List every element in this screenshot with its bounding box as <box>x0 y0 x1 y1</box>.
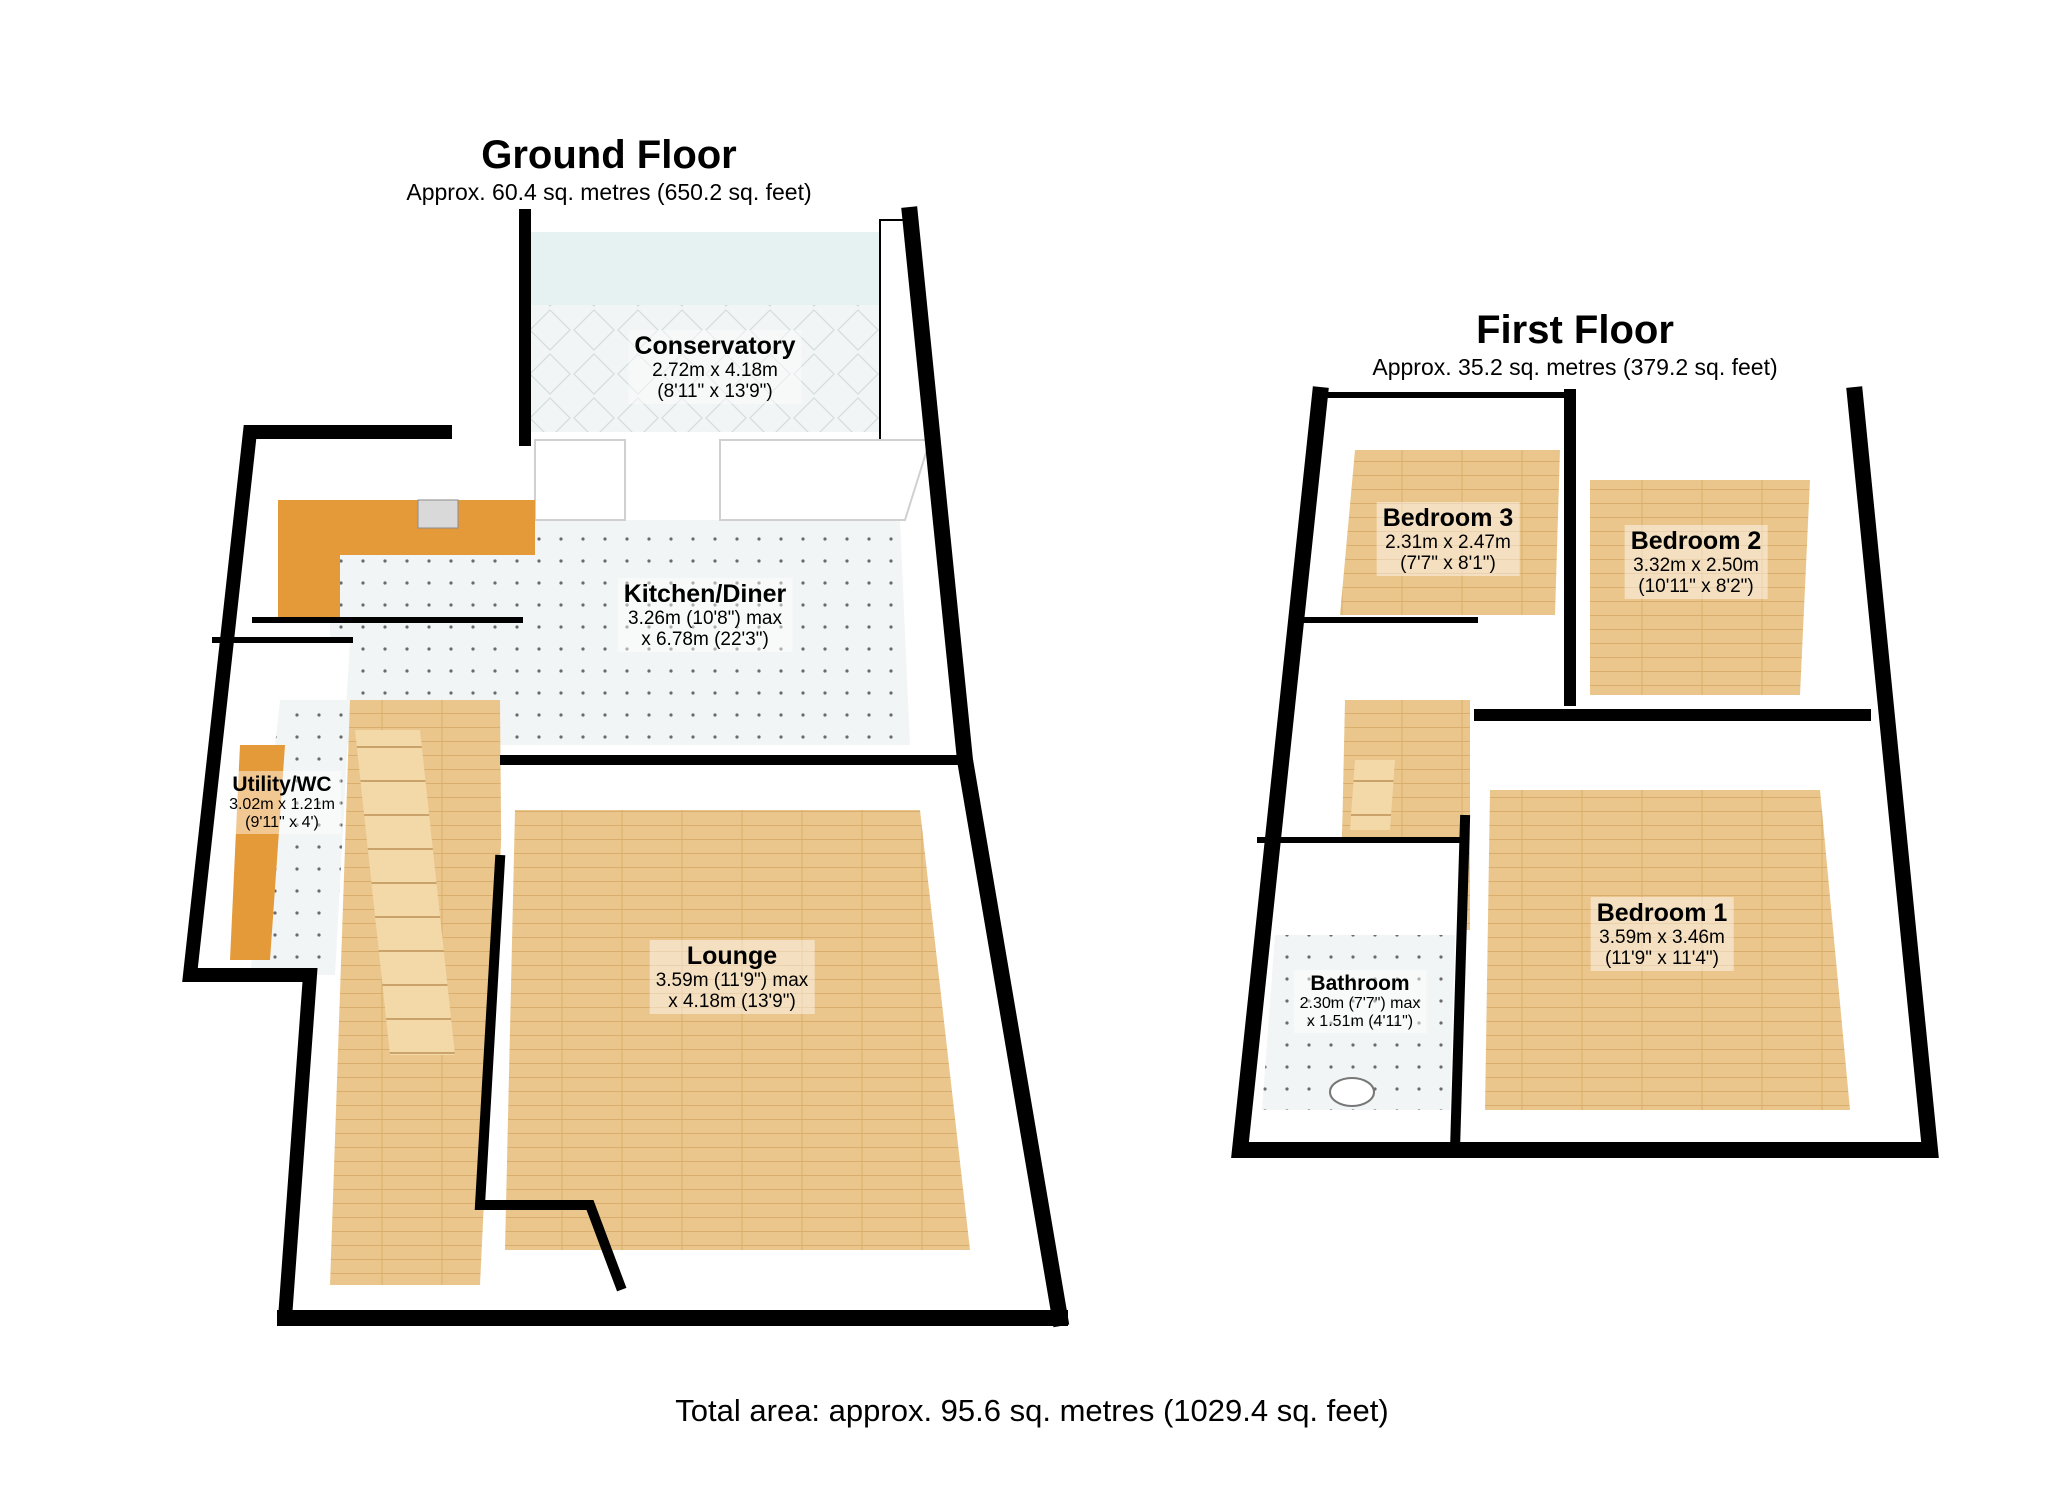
total-area: Total area: approx. 95.6 sq. metres (102… <box>675 1393 1389 1428</box>
room-dimension: 3.32m x 2.50m <box>1633 555 1759 576</box>
room-name: Bathroom <box>1310 972 1410 995</box>
room-label-utility-wc: Utility/WC 3.02m x 1.21m (9'11" x 4') <box>223 771 341 834</box>
bedroom-2-room <box>1580 405 1840 700</box>
first-floor-area: Approx. 35.2 sq. metres (379.2 sq. feet) <box>1372 354 1778 380</box>
room-dimension: 3.59m x 3.46m <box>1599 927 1725 948</box>
room-dimension: (10'11" x 8'2") <box>1638 576 1754 597</box>
first-floor-walls <box>1231 386 1939 1158</box>
room-dimension: 2.31m x 2.47m <box>1385 532 1511 553</box>
room-dimension: (11'9" x 11'4") <box>1604 948 1720 969</box>
bedroom-1-room <box>1470 720 1905 1125</box>
room-label-bathroom: Bathroom 2.30m (7'7") max x 1.51m (4'11"… <box>1293 970 1427 1033</box>
room-dimension: x 6.78m (22'3") <box>641 629 769 650</box>
kitchen-diner-room <box>255 439 975 752</box>
ground-floor-title: Ground Floor <box>481 133 737 177</box>
room-dimension: (8'11" x 13'9") <box>657 381 773 402</box>
room-name: Bedroom 3 <box>1382 504 1514 532</box>
room-dimension: 3.26m (10'8") max <box>628 608 782 629</box>
room-dimension: 3.59m (11'9") max <box>655 970 809 991</box>
room-dimension: 3.02m x 1.21m <box>229 796 335 813</box>
hall-stairs <box>330 700 505 1285</box>
lounge-room <box>480 760 1010 1285</box>
utility-wc-room <box>190 640 350 975</box>
room-dimension: x 1.51m (4'11") <box>1306 1013 1414 1030</box>
room-label-conservatory: Conservatory 2.72m x 4.18m (8'11" x 13'9… <box>628 330 802 404</box>
bathroom-room <box>1250 840 1460 1115</box>
room-name: Utility/WC <box>232 773 332 796</box>
room-dimension: 2.72m x 4.18m <box>652 360 778 381</box>
ground-floor-walls <box>182 206 1070 1328</box>
room-dimension: 2.30m (7'7") max <box>1299 995 1421 1012</box>
room-name: Kitchen/Diner <box>623 580 787 608</box>
room-dimension: (9'11" x 4') <box>245 814 319 831</box>
room-label-kitchen-diner: Kitchen/Diner 3.26m (10'8") max x 6.78m … <box>617 578 793 652</box>
first-floor-title: First Floor <box>1476 308 1674 352</box>
room-name: Bedroom 1 <box>1596 899 1728 927</box>
room-label-bedroom-3: Bedroom 3 2.31m x 2.47m (7'7" x 8'1") <box>1376 502 1520 576</box>
room-label-bedroom-1: Bedroom 1 3.59m x 3.46m (11'9" x 11'4") <box>1590 897 1734 971</box>
room-name: Bedroom 2 <box>1630 527 1762 555</box>
room-name: Lounge <box>686 942 778 970</box>
bedroom-3-room <box>1310 395 1570 620</box>
ground-floor-area: Approx. 60.4 sq. metres (650.2 sq. feet) <box>406 179 812 205</box>
room-label-lounge: Lounge 3.59m (11'9") max x 4.18m (13'9") <box>649 940 815 1014</box>
ground-floor-plan <box>182 206 1070 1328</box>
first-floor-plan <box>1231 386 1939 1158</box>
room-label-bedroom-2: Bedroom 2 3.32m x 2.50m (10'11" x 8'2") <box>1624 525 1768 599</box>
room-name: Conservatory <box>634 332 796 360</box>
room-dimension: x 4.18m (13'9") <box>668 991 796 1012</box>
room-dimension: (7'7" x 8'1") <box>1400 553 1496 574</box>
